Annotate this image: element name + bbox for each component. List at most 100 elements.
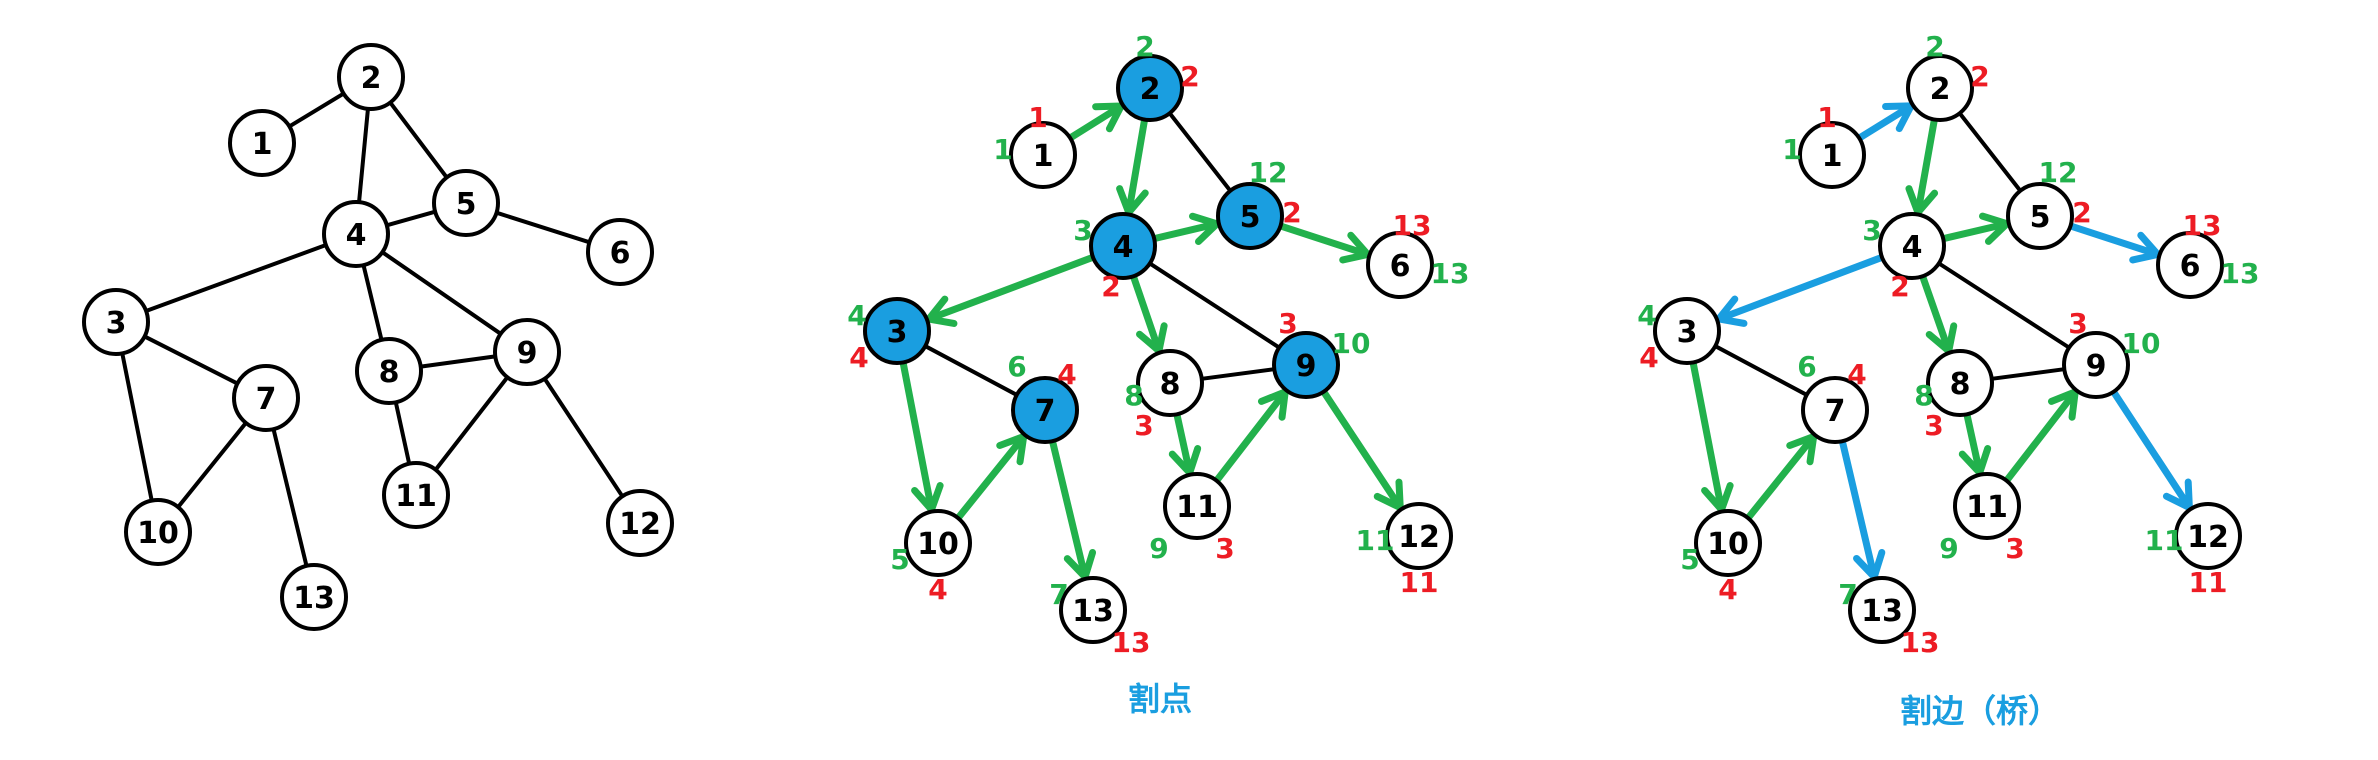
node-4 <box>1878 212 1946 280</box>
edge-9-12 <box>542 376 625 499</box>
tree-edge-4-5 <box>1150 220 1221 243</box>
edge-5-6 <box>494 210 592 245</box>
bridge-edge-1-2 <box>1855 102 1915 142</box>
node-label-11: 11 <box>395 479 437 514</box>
back-edge-4-9 <box>1147 261 1282 350</box>
dfn-label-1: 1 <box>1782 133 1801 166</box>
node-label-5: 5 <box>1240 200 1261 235</box>
dfn-label-11: 9 <box>1149 532 1168 565</box>
tree-edge-5-6-arrowhead <box>1339 231 1372 264</box>
edge-7-13 <box>271 427 309 568</box>
caption-cut-vertex: 割点 <box>1128 680 1192 718</box>
node-1 <box>1798 121 1866 189</box>
bridge-edge-5-6 <box>2066 222 2162 258</box>
dfn-label-13: 7 <box>1838 578 1857 611</box>
node-12 <box>606 489 674 557</box>
node-label-8: 8 <box>1950 367 1971 402</box>
edge-4-8 <box>361 263 384 342</box>
node-4 <box>1089 212 1157 280</box>
node-13 <box>280 563 348 631</box>
bridge-edge-9-12-arrowhead <box>2162 478 2193 512</box>
low-label-9: 3 <box>2068 307 2087 340</box>
node-label-13: 13 <box>293 581 335 616</box>
dfn-label-4: 3 <box>1073 214 1092 247</box>
bridge-edge-4-3 <box>1715 253 1886 323</box>
node-4 <box>322 200 390 268</box>
tree-edge-5-6 <box>1276 222 1372 258</box>
node-1 <box>1009 121 1077 189</box>
low-label-4: 2 <box>1101 270 1120 303</box>
tree-edge-11-9 <box>1213 388 1289 485</box>
tree-edge-1-2 <box>1066 102 1125 142</box>
tree-edge-4-8 <box>1919 272 1953 355</box>
node-2 <box>1116 54 1184 122</box>
node-label-7: 7 <box>1825 394 1846 429</box>
back-edge-8-9 <box>1199 367 1277 381</box>
node-7 <box>1801 376 1869 444</box>
node-11 <box>1163 472 1231 540</box>
tree-edge-4-8 <box>1129 272 1163 355</box>
edge-4-5 <box>384 209 438 228</box>
tree-edge-2-4-arrowhead <box>1116 185 1149 216</box>
node-10 <box>1694 509 1762 577</box>
bridge-edge-9-12 <box>2110 388 2193 512</box>
bridge-edge-4-3-arrowhead <box>1715 295 1748 327</box>
dfn-label-10: 5 <box>890 543 909 576</box>
bridge-edge-7-13 <box>1838 437 1878 581</box>
low-label-2: 2 <box>1970 60 1989 93</box>
node-label-5: 5 <box>456 187 477 222</box>
node-label-13: 13 <box>1861 594 1903 629</box>
node-2 <box>1906 54 1974 122</box>
low-label-8: 3 <box>1924 409 1943 442</box>
dfn-label-8: 8 <box>1124 379 1143 412</box>
dfn-label-12: 11 <box>1356 524 1395 557</box>
low-label-2: 2 <box>1180 60 1199 93</box>
dfn-label-9: 10 <box>1332 327 1371 360</box>
node-3 <box>1653 297 1721 365</box>
node-label-10: 10 <box>917 527 959 562</box>
low-label-7: 4 <box>1847 358 1866 391</box>
low-label-10: 4 <box>928 573 947 606</box>
tree-edge-3-10 <box>1689 358 1726 514</box>
node-label-9: 9 <box>2086 349 2107 384</box>
node-12 <box>2174 502 2242 570</box>
edge-3-10 <box>120 351 154 503</box>
node-5 <box>2006 182 2074 250</box>
tree-edge-2-4 <box>1914 116 1938 217</box>
tree-edge-11-9 <box>2003 388 2079 485</box>
node-9 <box>493 318 561 386</box>
low-label-13: 13 <box>1112 626 1151 659</box>
node-label-6: 6 <box>1390 249 1411 284</box>
node-5 <box>432 169 500 237</box>
dfn-label-9: 10 <box>2122 327 2161 360</box>
tree-edge-7-13 <box>1048 437 1089 581</box>
tree-edge-4-5-arrowhead <box>1189 212 1221 246</box>
caption-bridge: 割边（桥） <box>1900 692 2060 730</box>
dfn-label-11: 9 <box>1939 532 1958 565</box>
node-6 <box>2156 231 2224 299</box>
edge-8-11 <box>393 400 412 466</box>
bridge-edge-7-13-arrowhead <box>1853 549 1886 581</box>
back-edge-3-7 <box>1713 344 1809 397</box>
tree-edge-1-2-arrowhead <box>1092 102 1125 133</box>
dfn-label-1: 1 <box>993 133 1012 166</box>
back-edge-4-9 <box>1936 261 2072 350</box>
node-8 <box>1926 349 1994 417</box>
dfn-label-8: 8 <box>1914 379 1933 412</box>
node-8 <box>1136 349 1204 417</box>
node-label-12: 12 <box>1398 520 1440 555</box>
dfn-label-4: 3 <box>1862 214 1881 247</box>
node-label-3: 3 <box>887 315 908 350</box>
dfn-label-6: 13 <box>2221 257 2260 290</box>
node-10 <box>904 509 972 577</box>
node-label-7: 7 <box>256 382 277 417</box>
node-label-10: 10 <box>1707 527 1749 562</box>
tree-edge-2-4 <box>1125 116 1149 216</box>
dfn-label-12: 11 <box>2145 524 2184 557</box>
node-label-11: 11 <box>1176 490 1218 525</box>
tree-edge-4-3-arrowhead <box>925 295 958 327</box>
dfn-label-7: 6 <box>1007 350 1026 383</box>
edge-8-9 <box>418 354 498 369</box>
edge-1-2 <box>287 91 346 129</box>
